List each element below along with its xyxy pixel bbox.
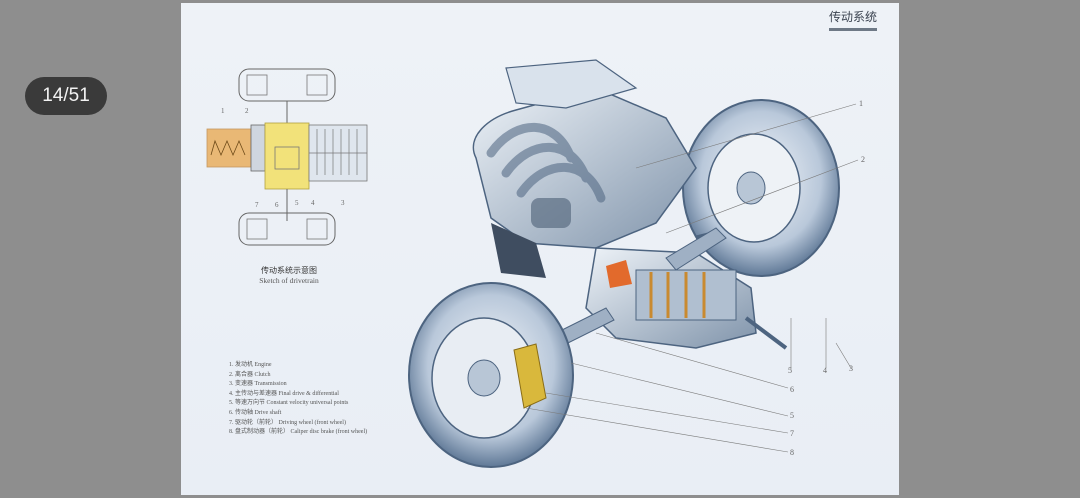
sketch-num-2: 2 <box>245 107 249 115</box>
legend-item: 4. 主传动与差速器 Final drive & differential <box>229 390 339 397</box>
callout-8: 8 <box>790 448 794 457</box>
right-wheel <box>682 99 840 277</box>
sketch-num-3: 3 <box>341 199 345 207</box>
legend-item: 7. 驱动轮（前轮） Driving wheel (front wheel) <box>229 419 346 426</box>
callout-2: 2 <box>861 155 865 164</box>
sketch-num-7: 7 <box>255 201 259 209</box>
legend-item: 8. 盘式制动器（前轮） Caliper disc brake (front w… <box>229 429 368 436</box>
document-page: 传动系统 1 2 7 6 <box>181 3 899 495</box>
sketch-num-4: 4 <box>311 199 315 207</box>
transmission <box>585 247 788 350</box>
legend-item: 1. 发动机 Engine <box>229 362 272 368</box>
callout-5: 5 <box>788 366 792 375</box>
drivetrain-sketch: 1 2 7 6 5 4 3 <box>206 68 368 246</box>
sketch-num-6: 6 <box>275 201 279 209</box>
callout-1: 1 <box>859 99 863 108</box>
sketch-num-1: 1 <box>221 107 225 115</box>
sketch-caption-cn: 传动系统示意图 <box>261 266 317 275</box>
page-counter-badge: 14/51 <box>25 77 107 115</box>
callout-4: 4 <box>823 366 827 375</box>
sketch-caption: 传动系统示意图 Sketch of drivetrain <box>229 265 349 285</box>
parts-legend: 1. 发动机 Engine 2. 离合器 Clutch 3. 变速器 Trans… <box>229 361 409 438</box>
legend-item: 6. 传动轴 Drive shaft <box>229 409 282 416</box>
legend-item: 2. 离合器 Clutch <box>229 371 271 378</box>
page-title: 传动系统 <box>828 8 877 31</box>
callout-6: 6 <box>790 385 794 394</box>
legend-item: 5. 等速万向节 Constant velocity universal poi… <box>229 400 349 407</box>
callout-5b: 5 <box>790 411 794 420</box>
legend-item: 3. 变速器 Transmission <box>229 381 287 388</box>
callout-7: 7 <box>790 429 794 438</box>
sketch-caption-en: Sketch of drivetrain <box>259 276 319 285</box>
left-wheel <box>408 282 574 468</box>
callout-3: 3 <box>849 364 853 373</box>
drivetrain-illustration: 1 2 5 4 3 6 5 7 8 <box>408 59 865 468</box>
sketch-num-5: 5 <box>295 199 299 207</box>
engine-block <box>472 59 697 278</box>
